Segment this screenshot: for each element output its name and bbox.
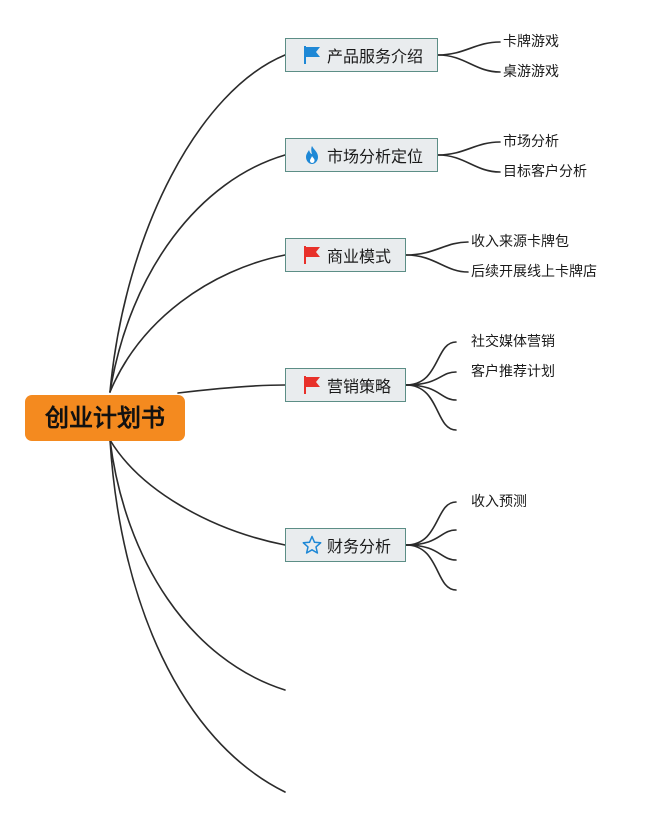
- topic-label: 产品服务介绍: [327, 47, 424, 66]
- link-root-empty-1: [109, 439, 286, 691]
- blue-flag-icon: [302, 45, 322, 65]
- subtopic[interactable]: 收入来源卡牌包: [471, 234, 569, 250]
- root-topic[interactable]: 创业计划书: [25, 395, 185, 441]
- link-root-business: [109, 254, 286, 393]
- red-flag-icon: [302, 245, 322, 265]
- topic-label: 财务分析: [327, 537, 392, 556]
- link-marketing-1: [405, 341, 457, 386]
- topic-label: 商业模式: [327, 247, 392, 266]
- subtopic[interactable]: 桌游游戏: [503, 64, 559, 80]
- topic-finance[interactable]: 财务分析: [285, 528, 406, 562]
- subtopic[interactable]: 卡牌游戏: [503, 34, 559, 50]
- star-icon: [302, 535, 322, 555]
- link-root-finance: [109, 439, 286, 546]
- subtopic[interactable]: 后续开展线上卡牌店: [471, 264, 597, 280]
- link-market-1: [437, 141, 501, 156]
- topic-product[interactable]: 产品服务介绍: [285, 38, 438, 72]
- red-flag-icon: [302, 375, 322, 395]
- link-root-product: [109, 54, 286, 393]
- link-root-empty-2: [109, 439, 286, 793]
- subtopic[interactable]: 客户推荐计划: [471, 364, 555, 380]
- subtopic[interactable]: 收入预测: [471, 494, 527, 510]
- link-marketing-4: [405, 384, 457, 431]
- link-finance-1: [405, 501, 457, 546]
- link-product-2: [437, 54, 501, 73]
- link-business-2: [405, 254, 469, 273]
- subtopic[interactable]: 市场分析: [503, 134, 559, 150]
- link-market-2: [437, 154, 501, 173]
- subtopic[interactable]: 目标客户分析: [503, 164, 587, 180]
- topic-marketing[interactable]: 营销策略: [285, 368, 406, 402]
- topic-business[interactable]: 商业模式: [285, 238, 406, 272]
- subtopic[interactable]: 社交媒体营销: [471, 334, 555, 350]
- topic-market[interactable]: 市场分析定位: [285, 138, 438, 172]
- topic-label: 市场分析定位: [327, 147, 424, 166]
- link-product-1: [437, 41, 501, 56]
- fire-icon: [302, 145, 322, 165]
- topic-label: 营销策略: [327, 377, 392, 396]
- link-finance-4: [405, 544, 457, 591]
- link-business-1: [405, 241, 469, 256]
- link-root-marketing: [177, 384, 286, 394]
- link-root-market: [109, 154, 286, 393]
- link-marketing-2: [405, 371, 457, 386]
